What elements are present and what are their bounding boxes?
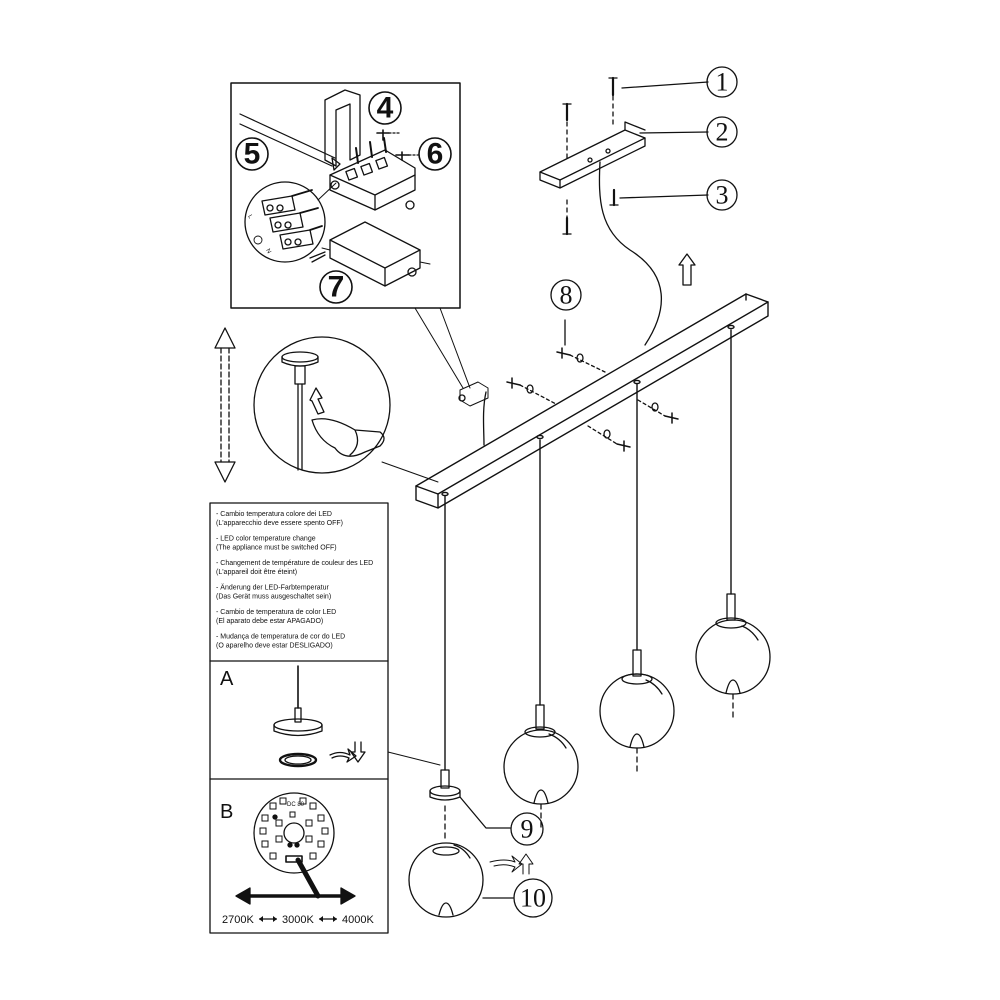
- up-arrow-icon: [678, 253, 696, 286]
- callout-3: 3: [716, 181, 729, 210]
- callout-2: 2: [716, 118, 729, 147]
- led-board-marking: DC 80: [287, 802, 305, 808]
- instruction-note: (L'appareil doit être éteint): [216, 569, 297, 576]
- kelvin-4000: 4000K: [342, 914, 374, 926]
- callout-9: 9: [521, 815, 534, 844]
- mounting-bracket: [539, 76, 709, 236]
- led-array: [259, 797, 329, 860]
- instruction-title: - LED color temperature change: [216, 536, 316, 543]
- instruction-note: (L'apparecchio deve essere spento OFF): [216, 520, 343, 527]
- ceiling-bar: [415, 293, 769, 509]
- instruction-panel: [209, 502, 389, 934]
- cable-adjust-detail: [253, 336, 439, 483]
- panel-b-label: B: [220, 801, 233, 823]
- instruction-title: - Changement de température de couleur d…: [216, 560, 373, 567]
- callout-7: 7: [328, 271, 345, 304]
- callouts: [510, 66, 738, 918]
- instruction-title: - Mudança de temperatura de cor do LED: [216, 634, 345, 641]
- instruction-note: (Das Gerät muss ausgeschaltet sein): [216, 594, 331, 601]
- kelvin-3000: 3000K: [282, 914, 314, 926]
- callout-1: 1: [716, 68, 729, 97]
- bar-screws: [506, 319, 679, 452]
- pendant-globes: [408, 329, 771, 918]
- instruction-title: - Änderung der LED-Farbtemperatur: [216, 584, 329, 592]
- instruction-title: - Cambio de temperatura de color LED: [216, 609, 336, 616]
- callout-10: 10: [520, 884, 546, 913]
- instruction-note: (The appliance must be switched OFF): [216, 545, 337, 552]
- instruction-note: (O aparelho deve estar DESLIGADO): [216, 643, 333, 650]
- terminal-l-mark: L: [246, 214, 253, 220]
- junction-box-inset: [230, 82, 471, 389]
- kelvin-2700: 2700K: [222, 914, 254, 926]
- panel-a-label: A: [220, 668, 234, 690]
- instruction-title: - Cambio temperatura colore dei LED: [216, 511, 332, 518]
- height-adjust-arrow-icon: [214, 327, 236, 483]
- callout-8: 8: [560, 281, 573, 310]
- power-cable: [598, 161, 662, 346]
- instruction-text: - Cambio temperatura colore dei LED (L'ap…: [216, 511, 373, 650]
- callout-5: 5: [244, 138, 261, 171]
- callout-6: 6: [427, 138, 444, 171]
- callout-4: 4: [377, 92, 394, 125]
- instruction-note: (El aparato debe estar APAGADO): [216, 618, 323, 625]
- terminal-n-mark: N: [264, 248, 271, 255]
